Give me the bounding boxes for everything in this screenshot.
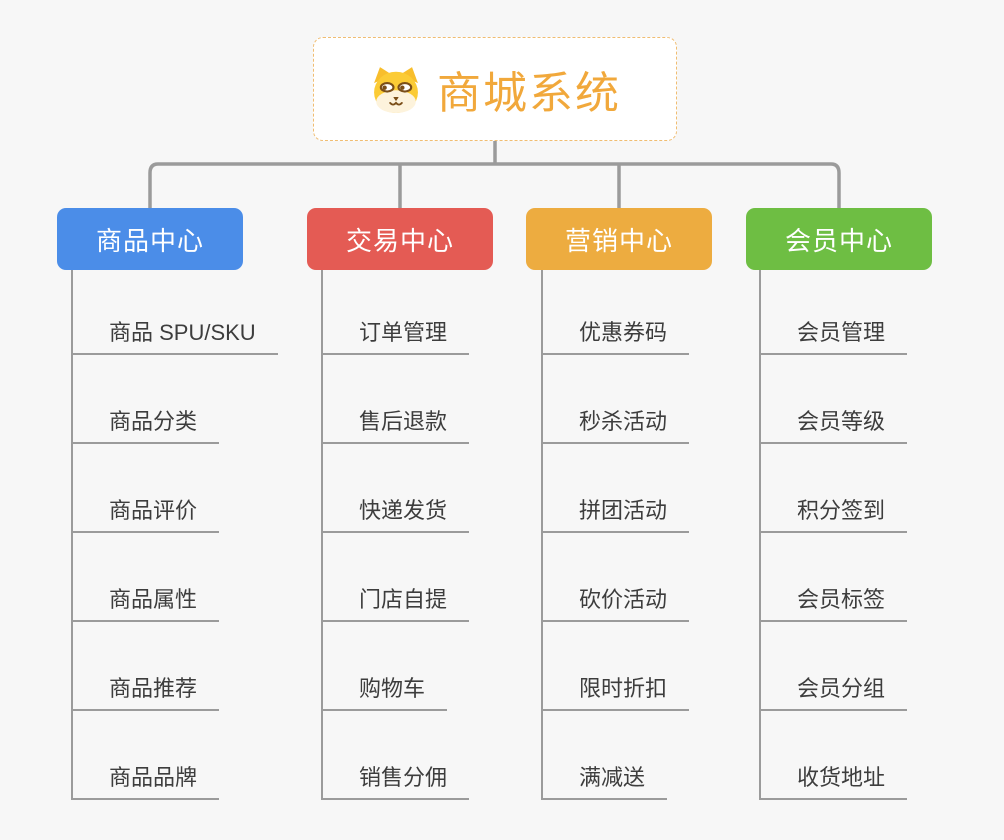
root-node[interactable]: 商城系统 [313, 37, 677, 141]
leaf-node[interactable]: 拼团活动 [541, 499, 690, 533]
branch-column-product: 商品 SPU/SKU 商品分类 商品评价 商品属性 商品推荐 商品品牌 [71, 270, 321, 800]
leaf-node[interactable]: 快递发货 [321, 499, 470, 533]
leaf-node[interactable]: 限时折扣 [541, 677, 690, 711]
leaf-node[interactable]: 门店自提 [321, 588, 470, 622]
leaf-node[interactable]: 会员管理 [759, 321, 908, 355]
leaf-node[interactable]: 收货地址 [759, 766, 908, 800]
branch-header-marketing-center[interactable]: 营销中心 [526, 208, 712, 270]
leaf-node[interactable]: 商品评价 [71, 499, 220, 533]
branch-header-trade-center[interactable]: 交易中心 [307, 208, 493, 270]
leaf-node[interactable]: 会员分组 [759, 677, 908, 711]
branch-header-product-center[interactable]: 商品中心 [57, 208, 243, 270]
branch-column-marketing: 优惠券码 秒杀活动 拼团活动 砍价活动 限时折扣 满减送 [541, 270, 791, 800]
branch-column-member: 会员管理 会员等级 积分签到 会员标签 会员分组 收货地址 [759, 270, 1004, 800]
leaf-node[interactable]: 商品属性 [71, 588, 220, 622]
leaf-node[interactable]: 销售分佣 [321, 766, 470, 800]
leaf-node[interactable]: 商品品牌 [71, 766, 220, 800]
leaf-node[interactable]: 商品分类 [71, 410, 220, 444]
leaf-node[interactable]: 商品 SPU/SKU [71, 321, 278, 355]
leaf-node[interactable]: 购物车 [321, 677, 448, 711]
leaf-node[interactable]: 满减送 [541, 766, 668, 800]
leaf-node[interactable]: 商品推荐 [71, 677, 220, 711]
shiba-dog-icon [374, 67, 418, 114]
branch-header-member-center[interactable]: 会员中心 [746, 208, 932, 270]
leaf-node[interactable]: 砍价活动 [541, 588, 690, 622]
branch-trunk-line [71, 270, 73, 800]
leaf-node[interactable]: 积分签到 [759, 499, 908, 533]
branch-trunk-line [759, 270, 761, 800]
branch-trunk-line [321, 270, 323, 800]
leaf-node[interactable]: 会员标签 [759, 588, 908, 622]
leaf-node[interactable]: 会员等级 [759, 410, 908, 444]
branch-column-trade: 订单管理 售后退款 快递发货 门店自提 购物车 销售分佣 [321, 270, 571, 800]
leaf-node[interactable]: 优惠券码 [541, 321, 690, 355]
leaf-node[interactable]: 秒杀活动 [541, 410, 690, 444]
leaf-node[interactable]: 订单管理 [321, 321, 470, 355]
leaf-node[interactable]: 售后退款 [321, 410, 470, 444]
root-label: 商城系统 [437, 69, 621, 118]
branch-trunk-line [541, 270, 543, 800]
